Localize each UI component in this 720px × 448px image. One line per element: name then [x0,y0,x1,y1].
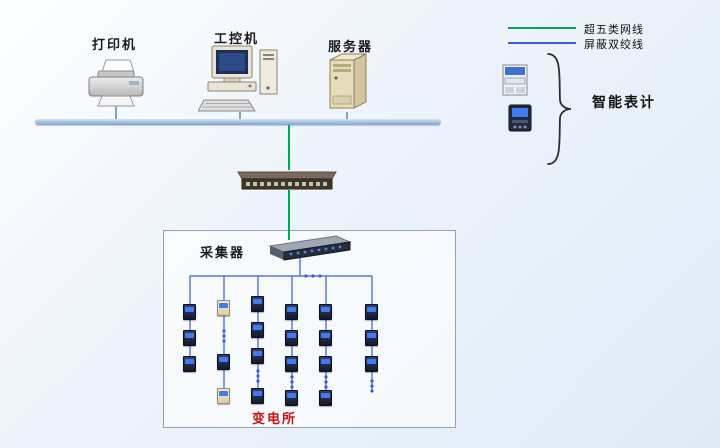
server-icon [320,52,374,119]
collector-icon [266,234,352,271]
industrial-pc-drop-line [239,112,241,121]
industrial-pc-icon [197,44,282,119]
printer-drop-line [115,105,117,121]
substation-label: 变电所 [252,411,298,426]
industrial-pc-label: 工控机 [214,31,260,46]
legend-stp-label: 屏蔽双绞线 [584,39,644,51]
printer-icon [84,58,148,113]
server-label: 服务器 [328,39,374,54]
substation-box [163,230,456,428]
smart-meter-icon-top [502,64,528,101]
legend-cat5e-line-swatch [508,27,576,29]
cat5e-line-switch-to-collector [288,190,290,240]
printer-label: 打印机 [92,37,138,52]
legend-cat5e-label: 超五类网线 [584,24,644,36]
ethernet-bus-line [35,119,441,125]
legend-stp-line-swatch [508,42,576,44]
brace-icon [544,50,578,173]
switch-icon [232,168,342,197]
server-drop-line [346,112,348,121]
smart-meters-label: 智能表计 [592,96,656,111]
cat5e-line-bus-to-switch [288,125,290,170]
collector-label: 采集器 [200,245,246,260]
smart-meter-icon-bottom [508,104,532,137]
